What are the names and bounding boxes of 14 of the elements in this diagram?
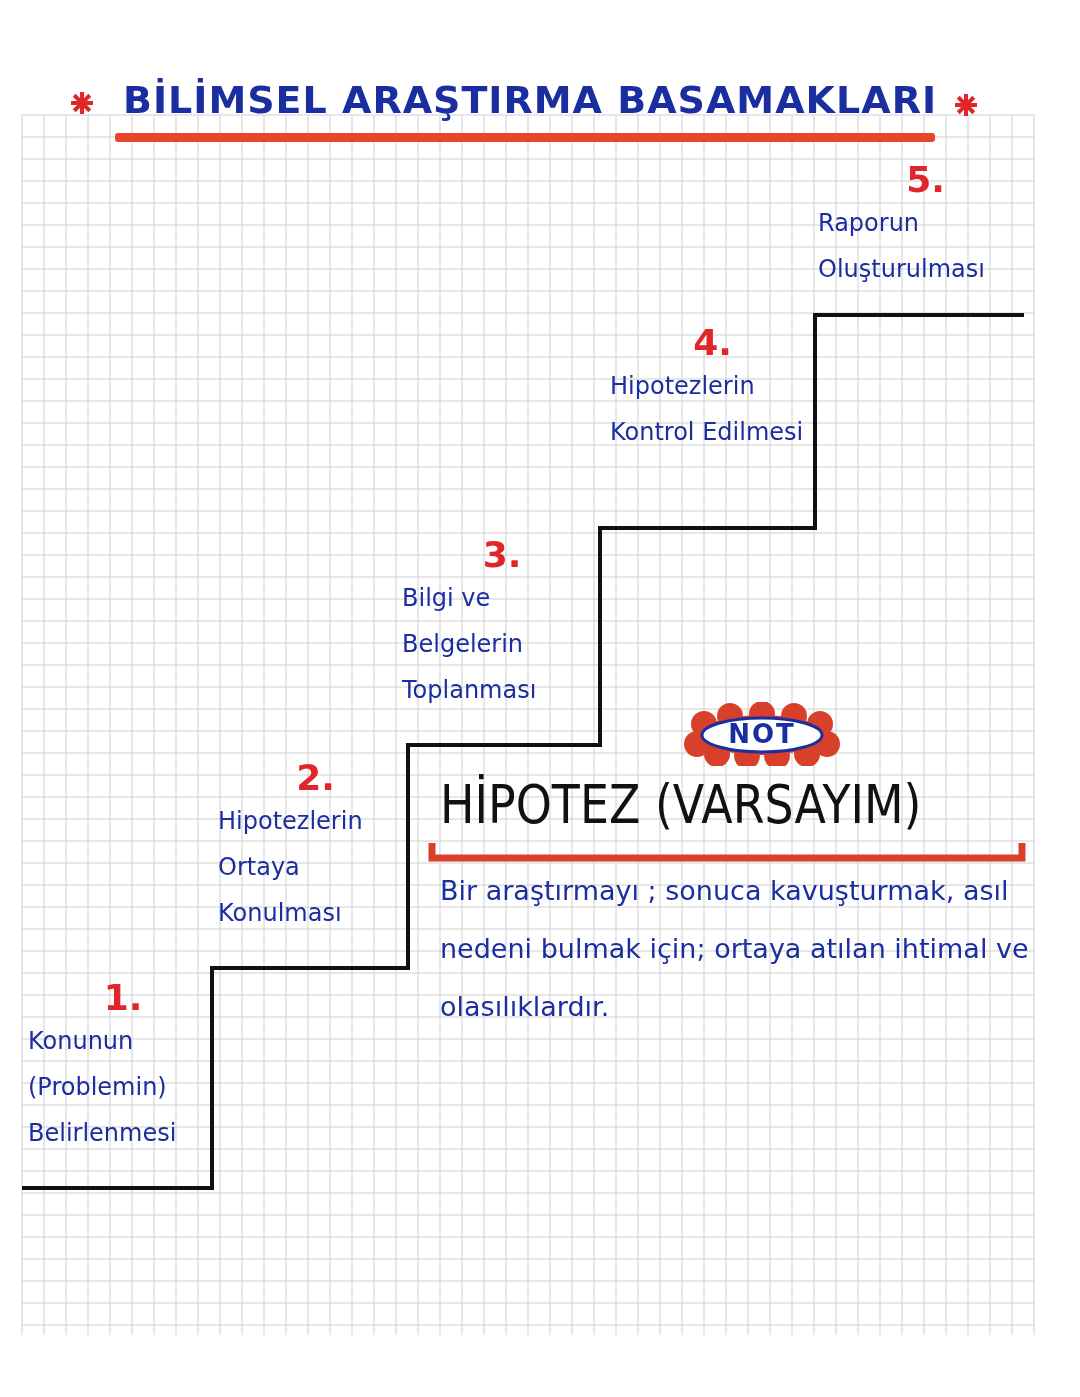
step-label: Hipotezlerin Kontrol Edilmesi: [610, 371, 805, 448]
step-label: Raporun Oluşturulması: [818, 208, 986, 285]
title: BİLİMSEL ARAŞTIRMA BASAMAKLARI: [122, 78, 938, 122]
step-number: 3.: [481, 535, 523, 575]
step-number: 2.: [295, 758, 336, 798]
step-number: 4.: [692, 323, 733, 363]
heading: HİPOTEZ (VARSAYIM): [440, 772, 922, 838]
definition-text: Bir araştırmayı ; sonuca kavuşturmak, asıl nedeni bulmak için; ortaya atılan ihtimal ve olasılıklardır.: [440, 874, 1030, 1024]
step-number: 5.: [905, 160, 946, 200]
step-number: 1.: [102, 978, 144, 1018]
step-label: Konunun (Problemin) Belirlenmesi: [28, 1026, 178, 1149]
note-label: NOT: [727, 719, 797, 749]
step-label: Bilgi ve Belgelerin Toplanması: [402, 583, 538, 706]
step-label: Hipotezlerin Ortaya Konulması: [218, 806, 364, 929]
